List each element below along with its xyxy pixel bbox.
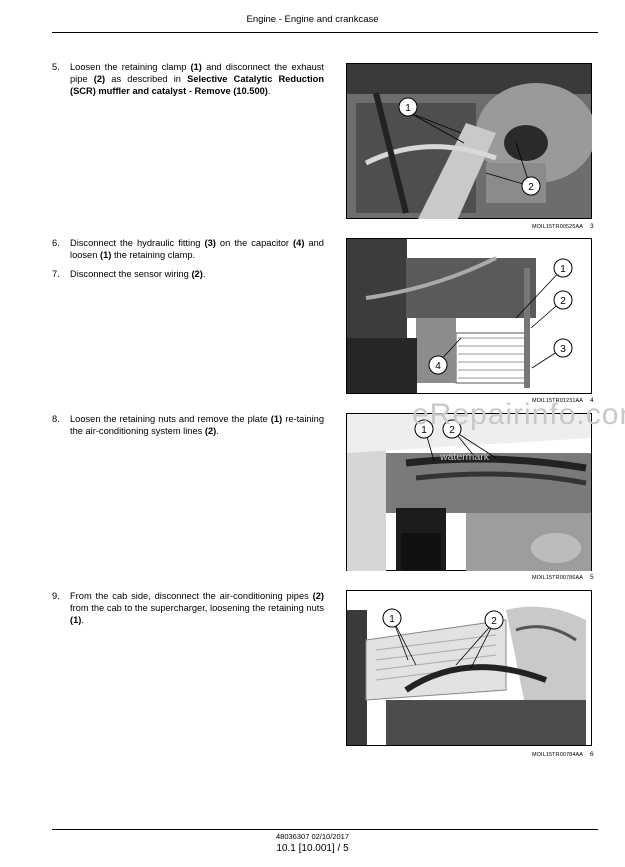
callout-2	[484, 610, 504, 630]
step-7: 7. Disconnect the sensor wiring (2).	[52, 268, 324, 280]
document-number: 48036307 02/10/2017	[276, 832, 349, 841]
figure-number: 4	[590, 397, 594, 404]
callout-label: 2	[560, 296, 566, 307]
step-6: 6. Disconnect the hydraulic fitting (3) …	[52, 237, 324, 261]
callout-label: 1	[405, 103, 411, 114]
figure-3-exhaust-photo: 1 2	[346, 63, 592, 219]
step-number: 5.	[52, 62, 60, 72]
footer-rule	[52, 829, 598, 830]
callout-label: 2	[449, 425, 455, 436]
callout-4	[428, 355, 448, 375]
callout-label: 1	[389, 614, 395, 625]
callout-1	[382, 608, 402, 628]
callout-2	[553, 290, 573, 310]
step-number: 7.	[52, 269, 60, 279]
step-9: 9. From the cab side, disconnect the air…	[52, 590, 324, 626]
step-8: 8. Loosen the retaining nuts and remove …	[52, 413, 324, 437]
page-number: 10.1 [10.001] / 5	[276, 843, 349, 854]
callout-1	[414, 419, 434, 439]
step-number: 6.	[52, 238, 60, 248]
figure-number: 6	[590, 751, 594, 758]
callout-label: 1	[421, 425, 427, 436]
step-5: 5. Loosen the retaining clamp (1) and di…	[52, 61, 324, 97]
figure-code: MOIL15TR00525AA	[532, 224, 584, 230]
callout-label: 2	[528, 182, 534, 193]
callout-2	[442, 419, 462, 439]
figure-code: MOIL15TR00784AA	[532, 752, 584, 758]
step-text: Disconnect the sensor wiring (2).	[70, 269, 206, 279]
watermark-subtext: watermark	[440, 451, 490, 463]
step-text: Disconnect the hydraulic fitting (3) on …	[70, 238, 324, 260]
header-rule	[52, 32, 598, 33]
figure-code: MOIL15TR01231AA	[532, 398, 584, 404]
page-header: Engine - Engine and crankcase	[246, 14, 379, 25]
step-text: Loosen the retaining clamp (1) and disco…	[70, 62, 325, 96]
callout-2	[521, 176, 541, 196]
step-number: 8.	[52, 414, 60, 424]
callout-label: 4	[435, 361, 441, 372]
callout-label: 3	[560, 344, 566, 355]
callout-label: 1	[560, 264, 566, 275]
figure-5-ac-lines-photo: 1 2	[346, 413, 592, 571]
watermark-text: eRepairinfo.com	[412, 398, 625, 431]
step-text: From the cab side, disconnect the air-co…	[70, 591, 324, 625]
callout-1	[398, 97, 418, 117]
callout-3	[553, 338, 573, 358]
callout-label: 2	[491, 616, 497, 627]
step-text: Loosen the retaining nuts and remove the…	[70, 414, 324, 436]
figure-number: 3	[590, 223, 594, 230]
figure-6-cab-side-photo: 1 2	[346, 590, 592, 746]
figure-number: 5	[590, 574, 594, 581]
figure-code: MOIL15TR00786AA	[532, 575, 584, 581]
callout-1	[553, 258, 573, 278]
figure-4-condenser-photo: 1 2 3 4	[346, 238, 592, 394]
step-number: 9.	[52, 591, 60, 601]
